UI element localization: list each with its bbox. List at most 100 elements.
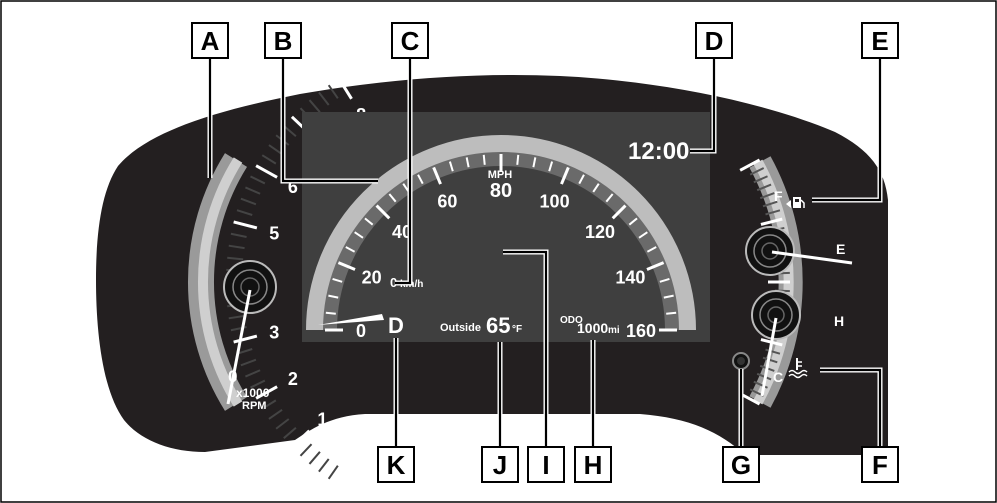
- right-gauge-tick: [756, 183, 772, 192]
- svg-text:D: D: [705, 26, 724, 56]
- svg-text:H: H: [584, 450, 603, 480]
- speedo-tick: [345, 246, 356, 253]
- temp-knob: [751, 290, 801, 340]
- speedo-tick-label: 160: [626, 321, 656, 341]
- fuel-pump-icon: [786, 197, 805, 208]
- tach-tick: [318, 458, 330, 473]
- odometer-value: 1000: [577, 320, 608, 336]
- speedo-tick: [659, 277, 670, 283]
- tach-tick: [327, 465, 339, 480]
- right-gauge-tick: [753, 380, 768, 389]
- speedo-tick: [354, 231, 364, 239]
- speedo-tick: [417, 174, 424, 185]
- right-gauge-tick: [760, 217, 783, 226]
- speedo-tick: [560, 166, 570, 185]
- speedo-needle: [318, 314, 384, 325]
- callout-leaders: [207, 56, 883, 447]
- tach-tick: [261, 154, 277, 165]
- callout-a: A: [191, 22, 229, 59]
- fuel-knob: [745, 226, 795, 276]
- speedo-tick: [605, 193, 614, 203]
- speedo-tick: [532, 157, 537, 168]
- tach-tick: [268, 409, 283, 420]
- speedo-tick-label: 80: [490, 180, 512, 202]
- svg-text:E: E: [871, 26, 888, 56]
- speedo-tick: [592, 183, 600, 193]
- speedo-tick: [482, 154, 486, 165]
- speedo-tick: [646, 261, 665, 271]
- callout-f: F: [861, 446, 899, 483]
- tach-tick: [337, 77, 353, 100]
- tach-tick-label: 5: [269, 223, 279, 243]
- speedo-tick: [611, 204, 627, 220]
- tach-tick: [268, 144, 283, 155]
- callout-d: D: [695, 22, 733, 59]
- tach-tick: [228, 314, 245, 320]
- temp-hot-label: H: [834, 313, 844, 329]
- fuel-needle: [771, 250, 853, 265]
- temp-cold-label: C: [773, 369, 783, 385]
- tach-tick: [240, 197, 257, 206]
- svg-text:B: B: [274, 26, 293, 56]
- tach-tick: [227, 256, 244, 261]
- right-gauge-tick: [765, 209, 781, 216]
- temp-needle: [760, 317, 778, 397]
- fuel-empty-label: E: [836, 241, 845, 257]
- speedo-tick: [328, 294, 339, 299]
- tach-tick: [318, 91, 330, 106]
- tach-tick: [283, 125, 297, 137]
- speedo-tick: [578, 174, 585, 185]
- tach-tick: [255, 164, 278, 179]
- callout-g: G: [722, 446, 760, 483]
- speedo-tick: [628, 217, 638, 226]
- svg-text:F: F: [872, 450, 888, 480]
- tach-tick: [337, 464, 353, 487]
- right-gauge-tick: [762, 356, 778, 364]
- tach-needle: [226, 289, 252, 405]
- tach-tick: [308, 451, 321, 465]
- speedo-tick: [375, 204, 391, 220]
- speedo-tick: [448, 161, 454, 172]
- speedo-tick-label: 0: [356, 321, 366, 341]
- svg-text:K: K: [387, 450, 406, 480]
- callout-j: J: [481, 446, 519, 483]
- right-gauge-tick: [765, 348, 781, 355]
- speedo-tick: [337, 261, 356, 271]
- speedo-unit: MPH: [488, 169, 513, 181]
- tach-tick: [255, 385, 278, 400]
- tach-tick: [261, 399, 277, 410]
- svg-text:J: J: [493, 450, 507, 480]
- tach-tick: [283, 427, 297, 439]
- tach-tick: [299, 443, 313, 457]
- tach-unit-x1000: x1000: [236, 386, 270, 400]
- callout-k: K: [377, 446, 415, 483]
- callout-c: C: [391, 22, 429, 59]
- svg-text:I: I: [542, 450, 549, 480]
- tach-tick-label: 3: [269, 323, 279, 343]
- tach-unit-rpm: RPM: [242, 400, 266, 412]
- speedo-tick-marks: [325, 154, 677, 332]
- callout-labels: A B C D E K J I H G F: [191, 22, 899, 483]
- tach-tick: [327, 84, 339, 99]
- tach-tick-label: 6: [288, 177, 298, 197]
- tach-tick: [308, 99, 321, 113]
- current-speed-value: 0: [390, 275, 397, 290]
- tach-tick: [250, 175, 266, 185]
- speedo-arc: [306, 135, 696, 331]
- svg-text:A: A: [201, 26, 220, 56]
- speedo-tick-label: 120: [585, 222, 615, 242]
- outside-temp-unit: °F: [512, 324, 522, 335]
- right-gauge-tick: [759, 192, 775, 200]
- right-gauges: F E H C: [739, 156, 853, 408]
- speedo-tick-label: 140: [615, 267, 645, 287]
- speedo-tick-label: 40: [392, 222, 412, 242]
- svg-text:C: C: [401, 26, 420, 56]
- speedo-tick: [666, 311, 677, 315]
- tach-tick: [240, 358, 257, 367]
- right-gauge-tick: [762, 200, 778, 208]
- svg-text:G: G: [731, 450, 751, 480]
- right-gauge-tick: [739, 158, 761, 172]
- tach-tick: [250, 379, 266, 389]
- speedo-tick: [332, 277, 343, 283]
